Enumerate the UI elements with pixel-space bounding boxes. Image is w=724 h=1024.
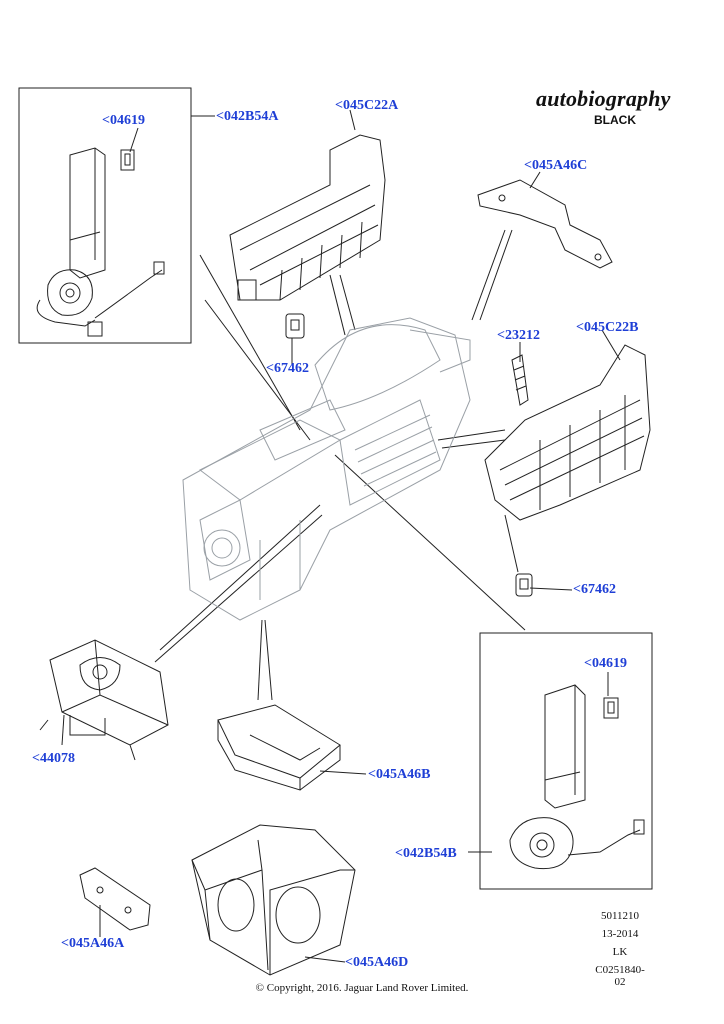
callout-045C22B[interactable]: <045C22B bbox=[576, 320, 639, 335]
leader-lines bbox=[61, 109, 621, 963]
meta-line-1: 5011210 bbox=[600, 910, 640, 922]
armrest-hinge-B bbox=[509, 684, 645, 870]
brand-logo: autobiography bbox=[536, 86, 671, 111]
callout-44078[interactable]: <44078 bbox=[32, 751, 75, 766]
copyright-notice: © Copyright, 2016. Jaguar Land Rover Lim… bbox=[255, 982, 469, 994]
side-bracket-045C22B bbox=[484, 344, 651, 597]
callout-04619-bottom[interactable]: <04619 bbox=[584, 656, 627, 671]
plate-045A46C bbox=[477, 179, 613, 269]
tray-045A46B bbox=[217, 704, 341, 791]
callout-23212[interactable]: <23212 bbox=[497, 328, 540, 343]
trim-23212 bbox=[511, 354, 529, 406]
callout-67462-right[interactable]: <67462 bbox=[573, 582, 616, 597]
callout-67462-top[interactable]: <67462 bbox=[266, 361, 309, 376]
side-bracket-045C22A bbox=[229, 134, 386, 339]
callout-045A46A[interactable]: <045A46A bbox=[61, 936, 125, 951]
meta-line-4: C0251840-02 bbox=[595, 964, 645, 988]
bracket-045A46A bbox=[79, 867, 151, 931]
callout-042B54A[interactable]: <042B54A bbox=[216, 109, 279, 124]
armrest-hinge-A bbox=[36, 147, 165, 337]
inset-box-042B54A bbox=[18, 87, 192, 344]
callout-045A46D[interactable]: <045A46D bbox=[345, 955, 409, 970]
mechanism-44078 bbox=[39, 639, 169, 761]
inset-box-042B54B bbox=[479, 632, 653, 890]
frame-045A46D bbox=[191, 824, 356, 976]
callout-045C22A[interactable]: <045C22A bbox=[335, 98, 399, 113]
meta-line-2: 13-2014 bbox=[601, 928, 639, 940]
meta-line-3: LK bbox=[612, 946, 628, 958]
callout-045A46B[interactable]: <045A46B bbox=[368, 767, 431, 782]
callout-04619-top[interactable]: <04619 bbox=[102, 113, 145, 128]
callout-045A46C[interactable]: <045A46C bbox=[524, 158, 588, 173]
brand-edition: BLACK bbox=[594, 113, 636, 127]
center-console-ghost bbox=[182, 317, 471, 621]
callout-042B54B[interactable]: <042B54B bbox=[395, 846, 457, 861]
